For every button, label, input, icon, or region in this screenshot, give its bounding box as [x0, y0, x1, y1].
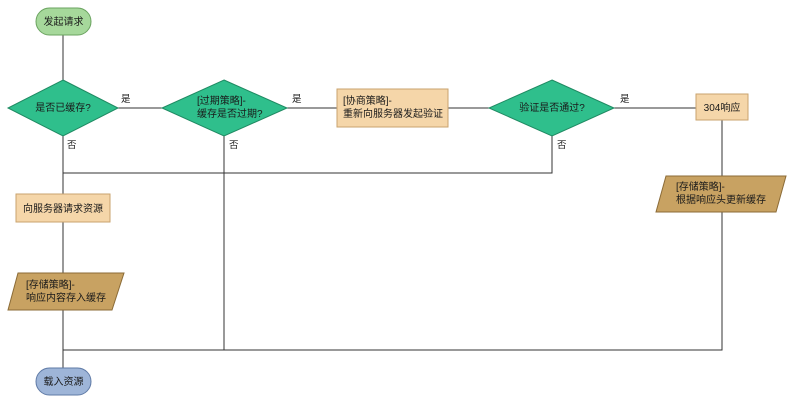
end-node: 载入资源	[35, 367, 92, 396]
process-negotiate-label-2: 重新向服务器发起验证	[343, 107, 443, 120]
process-304-response: 304响应	[695, 93, 749, 121]
data-store-save-cache: [存储策略]- 响应内容存入缓存	[7, 272, 125, 311]
data-store-update-cache: [存储策略]- 根据响应头更新缓存	[655, 175, 787, 213]
edge-store-update-to-load	[63, 212, 723, 351]
edge-label-cached-yes: 是	[121, 94, 131, 105]
data-store-save-label-2: 响应内容存入缓存	[26, 291, 106, 304]
decision-expire-label-1: [过期策略]-	[197, 94, 246, 107]
start-label: 发起请求	[44, 15, 84, 28]
edge-label-cached-no: 否	[67, 140, 77, 151]
decision-expire: [过期策略]- 缓存是否过期?	[160, 79, 289, 137]
process-request-server-label: 向服务器请求资源	[23, 202, 103, 215]
decision-is-cached: 是否已缓存?	[6, 79, 120, 137]
start-node: 发起请求	[35, 7, 92, 36]
data-store-update-label-2: 根据响应头更新缓存	[676, 193, 766, 206]
edge-label-expire-no: 否	[229, 140, 239, 151]
edge-label-verify-yes: 是	[620, 94, 630, 105]
process-request-server: 向服务器请求资源	[15, 193, 111, 223]
data-store-update-label-1: [存储策略]-	[676, 180, 725, 193]
decision-verify: 验证是否通过?	[487, 79, 616, 137]
connectors	[62, 35, 723, 368]
decision-is-cached-label: 是否已缓存?	[35, 101, 91, 114]
edge-label-verify-no: 否	[557, 140, 567, 151]
decision-verify-label: 验证是否通过?	[519, 101, 585, 114]
edge-label-expire-yes: 是	[292, 94, 302, 105]
end-label: 载入资源	[44, 375, 84, 388]
process-negotiate: [协商策略]- 重新向服务器发起验证	[336, 88, 449, 128]
process-negotiate-label-1: [协商策略]-	[343, 94, 392, 107]
decision-expire-label-2: 缓存是否过期?	[197, 107, 263, 120]
edge-verify-no-to-request	[63, 136, 553, 174]
process-304-label: 304响应	[704, 101, 741, 114]
data-store-save-label-1: [存储策略]-	[26, 278, 75, 291]
